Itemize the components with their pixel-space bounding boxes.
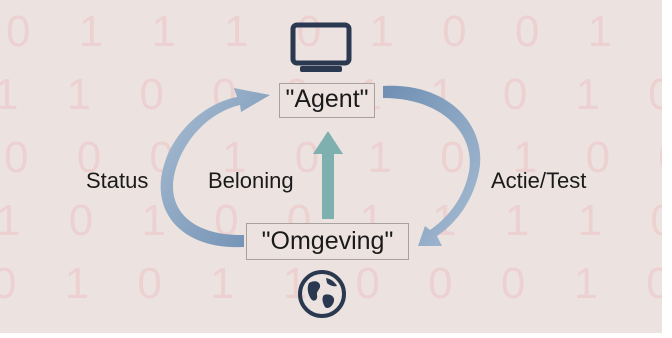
status-arrow [160,88,270,248]
binary-row: 0 1 1 1 0 1 0 0 1 1 1 0 1 0 [6,7,662,56]
arrows-layer [160,85,481,248]
action-label: Actie/Test [491,168,587,193]
computer-monitor-icon [290,22,352,72]
diagram-panel: 0 1 1 1 0 1 0 0 1 1 1 0 1 0 1 1 0 0 0 1 … [0,0,662,333]
reward-label: Beloning [208,168,294,193]
action-arrow [383,85,481,246]
reward-arrow [313,131,343,219]
agent-node: "Agent" [279,83,375,118]
globe-icon [298,270,346,318]
status-label: Status [86,168,149,193]
environment-node: "Omgeving" [246,223,409,260]
